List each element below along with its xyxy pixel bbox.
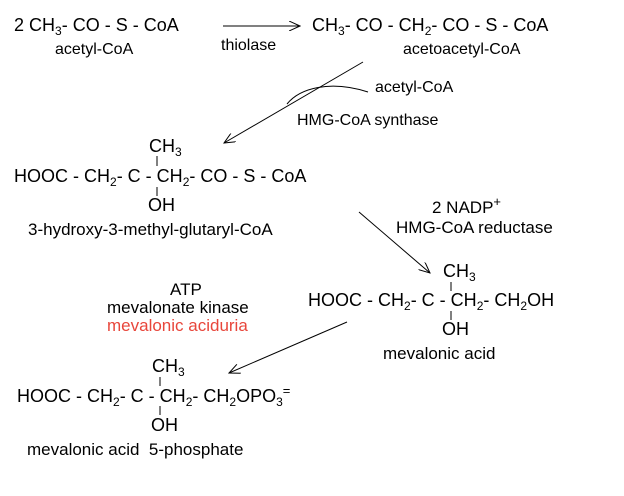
atp-cofactor: ATP [170,280,202,299]
mevalonate-formula: HOOC - CH2- C - CH2- CH2OH [308,290,555,313]
mevalonic-aciduria-label: mevalonic aciduria [107,316,248,335]
mevalonate-5p-methyl: CH3 [152,356,185,379]
acetyl-coa-formula: 2 CH3- CO - S - CoA [14,15,179,38]
mevalonate-hydroxyl: OH [442,319,469,339]
nadp-cofactor: 2 NADP+ [432,194,502,217]
mevalonate-methyl: CH3 [443,261,476,284]
hmg-coa-synthase-label: HMG-CoA synthase [297,112,439,129]
arrow-mevalonate-kinase [229,321,348,373]
acetyl-coa-label: acetyl-CoA [55,41,134,58]
acetoacetyl-coa-label: acetoacetyl-CoA [403,41,521,58]
hmg-coa-hydroxyl: OH [148,195,175,215]
thiolase-label: thiolase [221,37,277,54]
mevalonate-5p-formula: HOOC - CH2- C - CH2- CH2OPO3= [17,383,291,409]
acetyl-coa-cosubstrate: acetyl-CoA [375,79,454,96]
hmg-coa-methyl: CH3 [149,136,182,159]
hmg-coa-formula: HOOC - CH2- C - CH2- CO - S - CoA [14,166,307,189]
acetoacetyl-coa-formula: CH3- CO - CH2- CO - S - CoA [312,15,549,38]
hmg-coa-reductase-label: HMG-CoA reductase [396,218,553,237]
acetyl-coa-input-curve [286,85,369,105]
hmg-coa-label: 3-hydroxy-3-methyl-glutaryl-CoA [28,220,273,239]
mevalonate-kinase-label: mevalonate kinase [107,298,249,317]
mevalonate-5p-label: mevalonic acid 5-phosphate [27,440,244,459]
arrow-hmg-reductase [358,211,430,273]
arrow-hmg-synthase [224,61,364,143]
mevalonate-5p-hydroxyl: OH [151,415,178,435]
mevalonic-acid-label: mevalonic acid [383,344,496,363]
